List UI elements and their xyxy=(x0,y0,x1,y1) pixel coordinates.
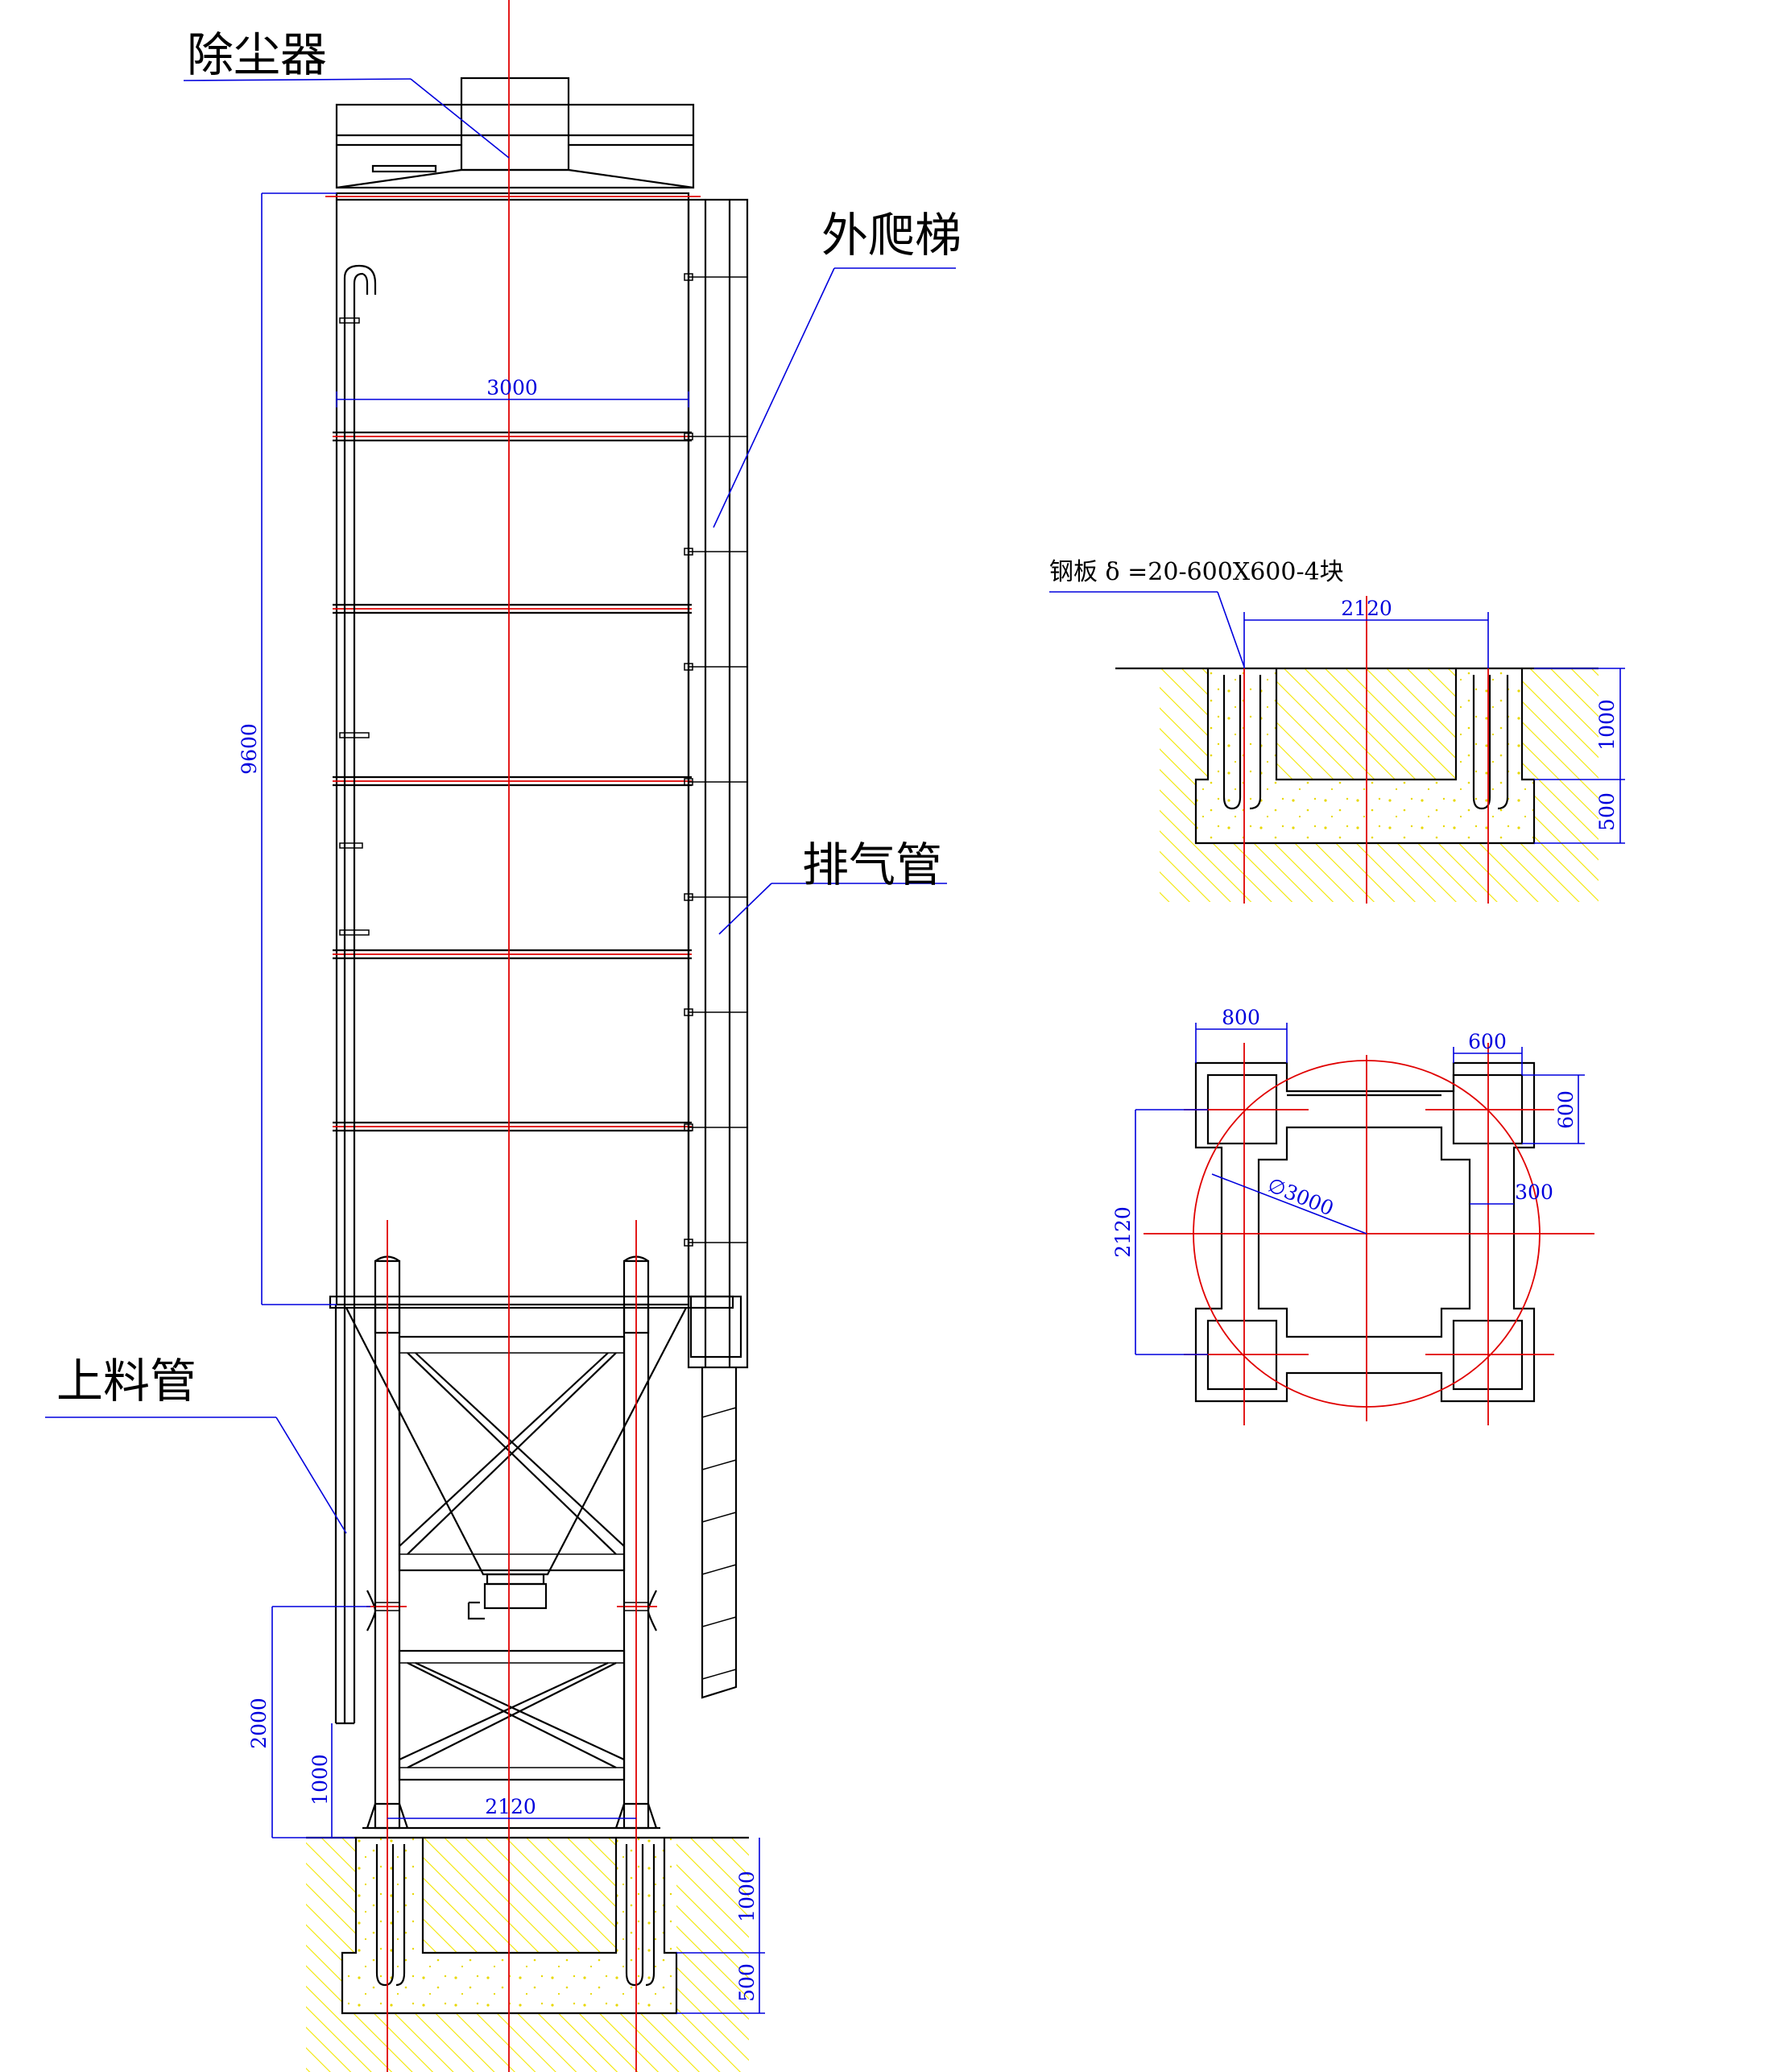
dim-silo-height: 9600 xyxy=(238,192,337,1305)
dim-leg-spacing: 2120 xyxy=(387,1795,636,1819)
silo-body xyxy=(325,192,701,1306)
dust-collector xyxy=(335,77,695,189)
plan-dim-600-h: 600 xyxy=(1468,1030,1507,1053)
dim-lower-brace: 1000 xyxy=(308,1723,333,1838)
dim-text-2000: 2000 xyxy=(247,1698,271,1749)
label-external-ladder-text: 外爬梯 xyxy=(821,208,962,263)
dim-foundation: 1000 500 xyxy=(676,1838,765,2014)
plan-dim-800: 800 xyxy=(1222,1006,1260,1029)
elevation-view: 3000 9600 2000 1000 2120 xyxy=(45,0,962,2072)
foundation-section-view: 2120 1000 500 钢板 δ =20-600X600-4块 xyxy=(1049,558,1625,904)
dim-text-3000: 3000 xyxy=(486,376,538,399)
label-feed-pipe: 上料管 xyxy=(45,1354,347,1534)
dim-text-500-foundation: 500 xyxy=(735,1963,759,2002)
plan-dim-300: 300 xyxy=(1515,1181,1553,1204)
plan-dim-diameter: ∅3000 xyxy=(1264,1173,1337,1221)
label-exhaust-pipe-text: 排气管 xyxy=(802,837,942,892)
section-dim-1000: 1000 xyxy=(1595,699,1619,751)
foundation-elevation xyxy=(306,1836,749,2072)
dim-text-2120: 2120 xyxy=(485,1795,536,1818)
label-dust-collector-text: 除尘器 xyxy=(187,27,327,82)
label-feed-pipe-text: 上料管 xyxy=(56,1354,196,1408)
section-dim-2120: 2120 xyxy=(1341,597,1392,620)
foundation-plan-view: ∅3000 800 600 600 300 2120 xyxy=(1111,1006,1594,1425)
support-frame xyxy=(329,1255,734,1830)
silo-rings xyxy=(333,431,692,1132)
label-dust-collector: 除尘器 xyxy=(183,27,510,159)
feed-pipe xyxy=(334,264,377,1725)
label-external-ladder: 外爬梯 xyxy=(713,208,962,528)
dim-leg-height: 2000 xyxy=(247,1606,370,1838)
label-exhaust-pipe: 排气管 xyxy=(718,837,947,935)
elevation-centerlines xyxy=(387,0,637,2072)
dim-text-9600: 9600 xyxy=(238,723,261,775)
section-dim-500: 500 xyxy=(1595,792,1619,831)
dim-text-1000-foundation: 1000 xyxy=(735,1871,759,1922)
plan-dim-600-v: 600 xyxy=(1554,1090,1578,1129)
external-ladder xyxy=(684,198,749,1699)
plan-dim-2120: 2120 xyxy=(1111,1206,1135,1258)
steel-plate-note: 钢板 δ =20-600X600-4块 xyxy=(1049,558,1344,586)
dim-silo-diameter: 3000 xyxy=(336,376,689,407)
dim-text-1000-lower: 1000 xyxy=(308,1754,332,1805)
